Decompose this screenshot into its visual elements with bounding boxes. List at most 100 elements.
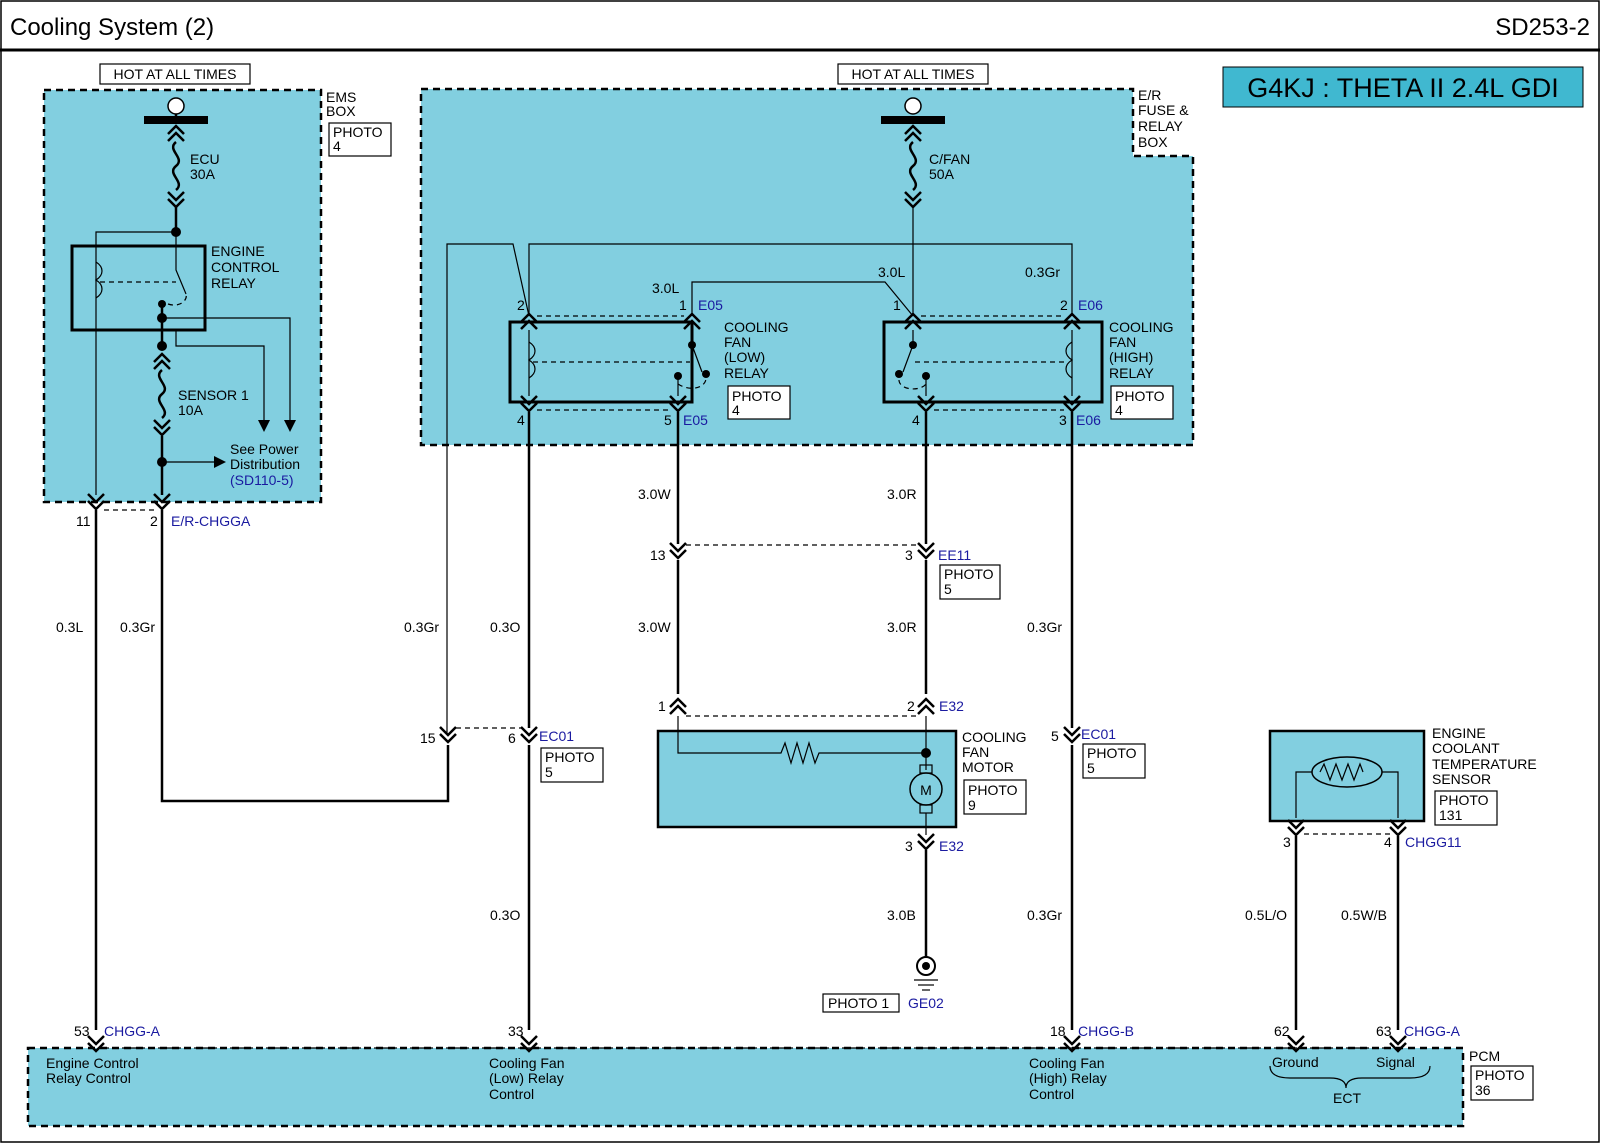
- label-pins-ec15: 15: [420, 730, 436, 746]
- label-pins-pcm63: 63: [1376, 1023, 1392, 1039]
- label-er_box-low_relay-3: RELAY: [724, 365, 770, 381]
- label-wires-gr03b: 0.3Gr: [404, 619, 439, 635]
- label-connectors-e06: E06: [1078, 297, 1103, 313]
- label-pins-lr2: 2: [517, 297, 525, 313]
- label-wires-o03b: 0.3O: [490, 907, 520, 923]
- ground-icon: [914, 956, 938, 991]
- label-pins-lr5: 5: [664, 412, 672, 428]
- label-pcm-low_ctrl-2: Control: [489, 1086, 534, 1102]
- label-sensor-photo-1: 131: [1439, 807, 1463, 823]
- label-pins-hr4: 4: [912, 412, 920, 428]
- label-er_box-high_relay-0: COOLING: [1109, 319, 1174, 335]
- label-er_box-high_relay-2: (HIGH): [1109, 349, 1153, 365]
- label-pcm-engine_ctrl-1: Relay Control: [46, 1070, 131, 1086]
- label-wires-gr03top: 0.3Gr: [1025, 264, 1060, 280]
- label-connectors-ge02: GE02: [908, 995, 944, 1011]
- label-pcm-photo-0: PHOTO: [1475, 1067, 1525, 1083]
- page-title: Cooling System (2): [10, 14, 214, 41]
- label-sensor-name-1: COOLANT: [1432, 740, 1500, 756]
- label-ec01_photo_a-0: PHOTO: [545, 749, 595, 765]
- label-pins-e32_3: 3: [905, 838, 913, 854]
- label-connectors-erchgga: E/R-CHGGA: [171, 513, 251, 529]
- label-er_box-high_photo-0: PHOTO: [1115, 388, 1165, 404]
- label-wires-b30: 3.0B: [887, 907, 916, 923]
- label-er_box-name-0: E/R: [1138, 87, 1161, 103]
- sensor-fuse-icon: [157, 369, 167, 419]
- label-ec01_photo_b-0: PHOTO: [1087, 745, 1137, 761]
- er-fuse-relay-box: HOT AT ALL TIMES E/R FUSE & RELAY BOX C/…: [419, 63, 1195, 735]
- label-wires-lo05: 0.5L/O: [1245, 907, 1287, 923]
- label-connectors-e32: E32: [939, 838, 964, 854]
- label-connectors-e06: E06: [1076, 412, 1101, 428]
- label-pins-pcm18: 18: [1050, 1023, 1066, 1039]
- label-connectors-ec01: EC01: [539, 728, 574, 744]
- label-ee11_photo-0: PHOTO: [944, 566, 994, 582]
- label-pins-ec6: 6: [508, 730, 516, 746]
- label-er_box-low_relay-2: (LOW): [724, 349, 765, 365]
- label-er_box-high_photo-1: 4: [1115, 402, 1123, 418]
- label-connectors-ee11: EE11: [938, 547, 971, 563]
- hot-label-er: HOT AT ALL TIMES: [852, 66, 975, 82]
- label-connectors-chgga: CHGG-A: [104, 1023, 161, 1039]
- cooling-fan-low-relay: [508, 320, 694, 404]
- label-wires-w30b: 3.0W: [638, 619, 671, 635]
- label-pins-ect4: 4: [1384, 834, 1392, 850]
- label-sensor-name-0: ENGINE: [1432, 725, 1486, 741]
- label-wires-r30a: 3.0R: [887, 486, 917, 502]
- ems-photo-label: PHOTO: [333, 124, 383, 140]
- label-ems_box-see_power-1: Distribution: [230, 456, 300, 472]
- power-distribution-ref[interactable]: (SD110-5): [230, 472, 294, 488]
- label-wires-o03a: 0.3O: [490, 619, 520, 635]
- ems-box-name: BOX: [326, 103, 356, 119]
- label-wires-wb05: 0.5W/B: [1341, 907, 1387, 923]
- label-motor-name-1: FAN: [962, 744, 989, 760]
- label-ems_box-fuse_ecu-1: 30A: [190, 166, 216, 182]
- label-er_box-low_photo-0: PHOTO: [732, 388, 782, 404]
- label-pcm-ground: Ground: [1272, 1054, 1319, 1070]
- label-pcm-high_ctrl-0: Cooling Fan: [1029, 1055, 1105, 1071]
- cooling-fan-high-relay: [882, 320, 1104, 404]
- label-pins-ect3: 3: [1283, 834, 1291, 850]
- label-pins-ems2: 2: [150, 513, 158, 529]
- cooling-fan-motor: [656, 729, 958, 829]
- label-er_box-low_relay-0: COOLING: [724, 319, 789, 335]
- label-pins-hr3: 3: [1059, 412, 1067, 428]
- label-pins-ec5: 5: [1051, 728, 1059, 744]
- label-pins-pcm62: 62: [1274, 1023, 1290, 1039]
- label-pcm-low_ctrl-0: Cooling Fan: [489, 1055, 565, 1071]
- label-ee11_photo-1: 5: [944, 581, 952, 597]
- label-connectors-chgga: CHGG-A: [1404, 1023, 1461, 1039]
- ems-photo-num: 4: [333, 138, 341, 154]
- label-ems_box-fuse_sensor-1: 10A: [178, 402, 204, 418]
- label-er_box-fuse_cfan-1: 50A: [929, 166, 955, 182]
- label-pins-e32_1: 1: [658, 698, 666, 714]
- label-pins-ee13: 13: [650, 547, 666, 563]
- label-pcm-name: PCM: [1469, 1048, 1500, 1064]
- label-pcm-high_ctrl-2: Control: [1029, 1086, 1074, 1102]
- label-pins-hr2: 2: [1060, 297, 1068, 313]
- resistor-icon: [677, 716, 926, 766]
- label-connectors-ec01: EC01: [1081, 726, 1116, 742]
- label-er_box-name-2: RELAY: [1138, 118, 1184, 134]
- ecu-fuse-icon: [171, 141, 181, 191]
- label-motor-symbol: M: [920, 782, 932, 798]
- label-er_box-fuse_cfan-0: C/FAN: [929, 151, 970, 167]
- label-er_box-name-1: FUSE &: [1138, 102, 1189, 118]
- label-pcm-high_ctrl-1: (High) Relay: [1029, 1070, 1107, 1086]
- label-connectors-e05: E05: [698, 297, 723, 313]
- label-connectors-chggb: CHGG-B: [1078, 1023, 1134, 1039]
- label-motor-photo-0: PHOTO: [968, 782, 1018, 798]
- label-er_box-name-3: BOX: [1138, 134, 1168, 150]
- label-sensor-photo-0: PHOTO: [1439, 792, 1489, 808]
- engine-control-relay: [70, 244, 207, 332]
- label-ems_box-fuse_sensor-0: SENSOR 1: [178, 387, 249, 403]
- label-pins-pcm33: 33: [508, 1023, 524, 1039]
- label-motor-name-2: MOTOR: [962, 759, 1014, 775]
- label-er_box-low_photo-1: 4: [732, 402, 740, 418]
- label-wires-gr03a: 0.3Gr: [120, 619, 155, 635]
- label-er_box-low_relay-1: FAN: [724, 334, 751, 350]
- label-wires-l30a: 3.0L: [652, 280, 679, 296]
- thermistor-icon: [1319, 762, 1364, 782]
- label-pins-ee3: 3: [905, 547, 913, 563]
